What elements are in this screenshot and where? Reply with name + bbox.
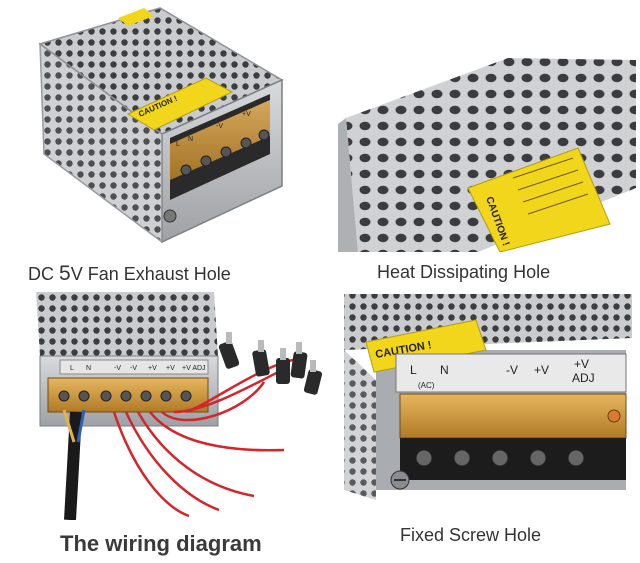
caption-fan-exhaust: DC 5V Fan Exhaust Hole	[28, 262, 231, 286]
screw-label-adj: ADJ	[572, 371, 595, 385]
photo-fixed-screw: CAUTION ! L N (AC) -V +V +V ADJ	[336, 290, 636, 510]
screw-label-n: N	[440, 363, 449, 377]
terminal-label-l: L	[176, 141, 180, 148]
terminal-label-pos-v: +V	[242, 111, 251, 118]
photo-wiring-diagram: L N -V -V +V +V +V ADJ	[14, 292, 324, 520]
terminal-label-neg-v: -V	[216, 123, 223, 130]
screw-label-pos-v-adj: +V	[574, 357, 589, 371]
wiring-label-adj: +V ADJ	[182, 365, 206, 372]
wiring-label-v3: +V	[148, 365, 157, 372]
screw-label-ac: (AC)	[418, 381, 435, 390]
wiring-label-v1: -V	[114, 365, 121, 372]
wiring-label-l: L	[70, 365, 74, 372]
caption-fixed-screw: Fixed Screw Hole	[400, 525, 542, 545]
screw-label-neg-v: -V	[506, 363, 518, 377]
screw-label-l: L	[410, 363, 417, 377]
wiring-label-v2: -V	[130, 365, 137, 372]
photo-heat-dissipating: CAUTION !	[338, 38, 636, 252]
screw-label-pos-v: +V	[534, 363, 549, 377]
wiring-label-v4: +V	[166, 365, 175, 372]
caption-heat-dissipating: Heat Dissipating Hole	[377, 262, 551, 282]
terminal-label-n: N	[188, 136, 193, 143]
caption-wiring-diagram: The wiring diagram	[60, 531, 262, 556]
caption-suffix: V Fan Exhaust Hole	[70, 264, 231, 284]
caption-voltage: 5	[59, 262, 71, 285]
caption-prefix: DC	[28, 264, 59, 284]
photo-fan-exhaust: CAUTION ! L N -V +V	[20, 4, 310, 252]
wiring-label-n: N	[86, 365, 91, 372]
